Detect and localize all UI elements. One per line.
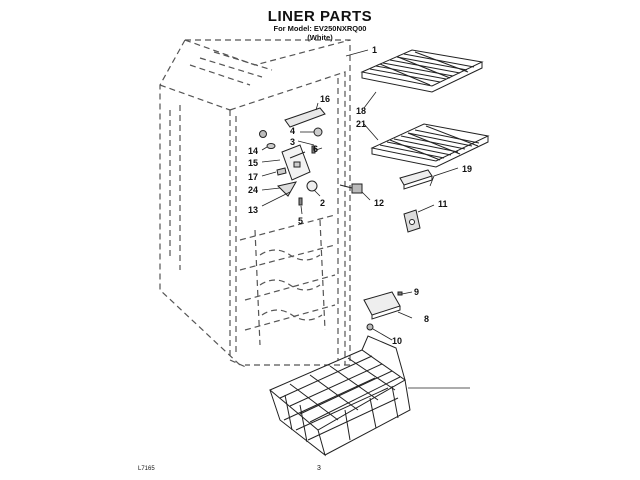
clip-part [403,209,421,233]
basket-screws [366,291,403,331]
control-housing-assembly [259,107,326,206]
callout-17: 17 [248,172,258,182]
callout-5: 5 [298,216,303,226]
wire-basket [269,335,411,457]
page-number: 3 [317,465,321,472]
callout-4: 4 [290,126,295,136]
upper-wire-shelf [360,49,484,93]
callout-9: 9 [414,287,419,297]
callout-10: 10 [392,336,402,346]
callout-18: 18 [356,106,366,116]
footer-code: L7165 [138,466,155,472]
color-variant: (White) [307,33,333,42]
callout-11: 11 [438,199,448,209]
lower-wire-shelf [370,123,490,168]
freezer-cabinet-outline [159,39,351,369]
basket-support-bracket [363,291,401,320]
roller-part [339,183,363,194]
callout-1: 1 [372,45,377,55]
callout-leaders [261,49,470,389]
shelf-retainer-bracket [399,169,433,190]
callout-14: 14 [248,146,258,156]
callout-13: 13 [248,205,258,215]
callout-12: 12 [374,198,384,208]
callout-16: 16 [320,94,330,104]
callout-15: 15 [248,158,258,168]
callout-3: 3 [290,137,295,147]
callout-2: 2 [320,198,325,208]
callout-6: 6 [313,144,318,154]
callout-24: 24 [248,185,258,195]
diagram-title: LINER PARTS [267,8,373,25]
model-number: For Model: EV250NXRQ00 [273,24,367,33]
callout-8: 8 [424,314,429,324]
callout-21: 21 [356,119,366,129]
callout-19: 19 [462,164,472,174]
